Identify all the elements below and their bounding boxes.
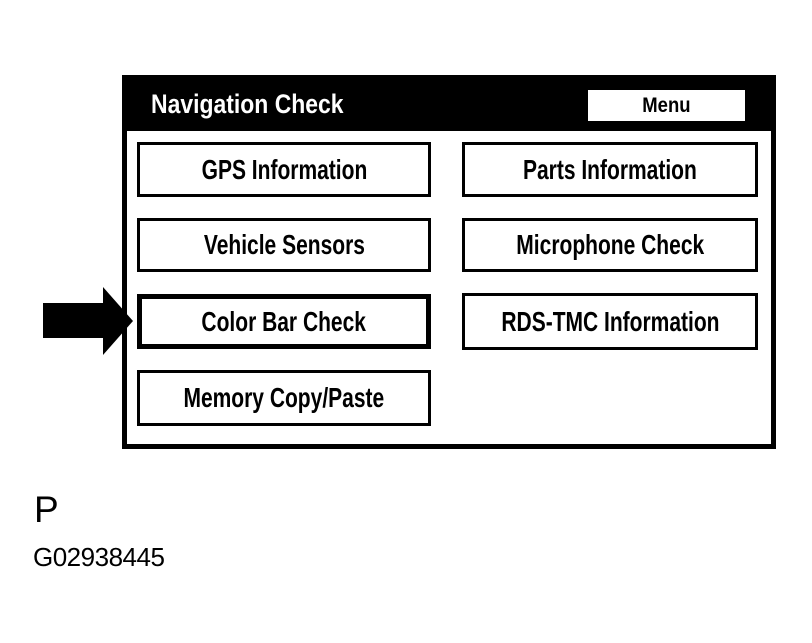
navigation-check-screen: Navigation Check Menu GPS Information Pa… (122, 75, 776, 449)
screen-header: Navigation Check Menu (127, 80, 771, 131)
button-gps-information[interactable]: GPS Information (137, 142, 431, 197)
pointer-arrow-body (43, 303, 103, 338)
button-parts-information-label: Parts Information (523, 153, 697, 185)
button-microphone-check-label: Microphone Check (516, 229, 704, 260)
button-color-bar-check[interactable]: Color Bar Check (137, 294, 431, 349)
button-memory-copy-paste[interactable]: Memory Copy/Paste (137, 370, 431, 426)
figure-id: G02938445 (33, 542, 165, 572)
screen-title: Navigation Check (151, 89, 378, 120)
menu-button[interactable]: Menu (588, 90, 745, 121)
button-parts-information[interactable]: Parts Information (462, 142, 758, 197)
button-memory-copy-paste-label: Memory Copy/Paste (183, 382, 385, 413)
button-rds-tmc-information-label: RDS-TMC Information (500, 305, 720, 337)
button-microphone-check[interactable]: Microphone Check (462, 218, 758, 272)
button-gps-information-label: GPS Information (201, 153, 367, 185)
button-vehicle-sensors[interactable]: Vehicle Sensors (137, 218, 431, 272)
menu-button-label: Menu (642, 93, 691, 117)
button-color-bar-check-label: Color Bar Check (201, 305, 367, 337)
pointer-arrow-head (103, 287, 133, 355)
button-rds-tmc-information[interactable]: RDS-TMC Information (462, 293, 758, 350)
button-vehicle-sensors-label: Vehicle Sensors (203, 229, 365, 260)
figure-label-p: P (34, 489, 59, 530)
screen-title-text: Navigation Check (151, 89, 344, 119)
